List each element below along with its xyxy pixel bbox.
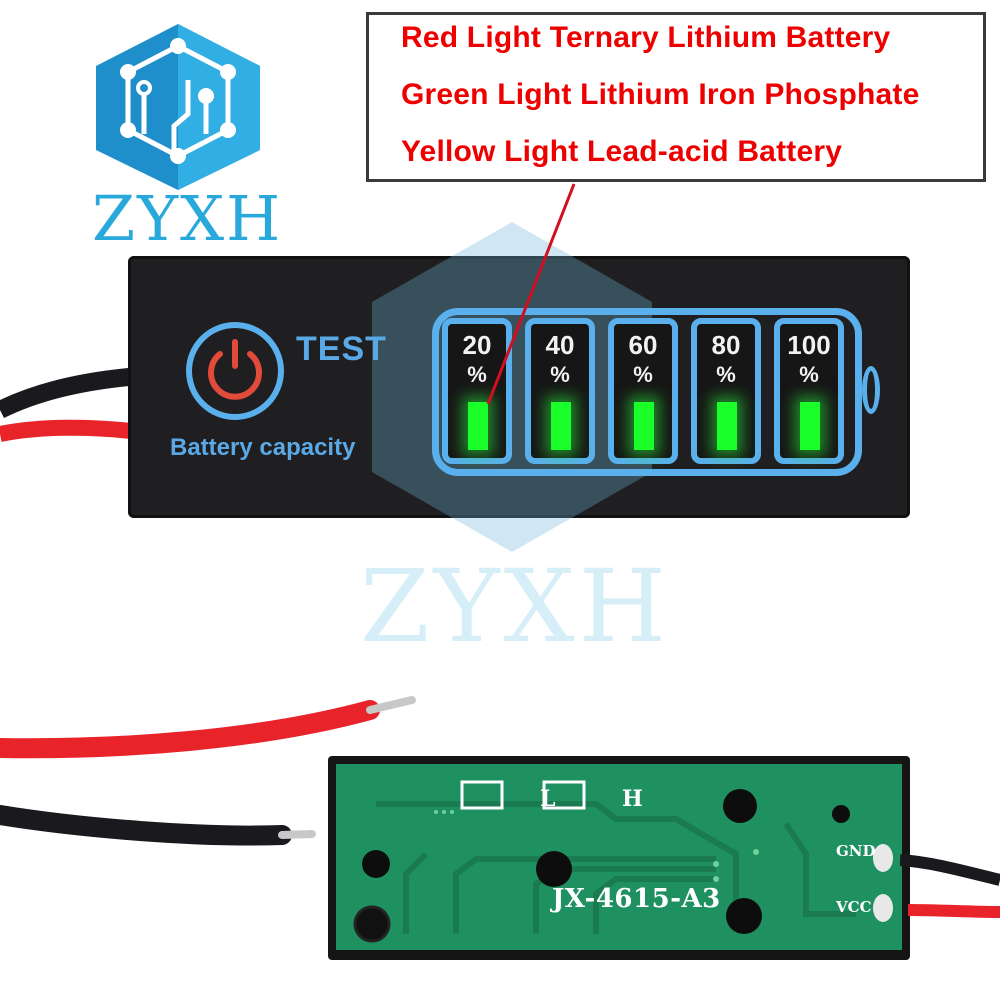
pad-low-label: L — [540, 786, 556, 812]
cell-unit: % — [467, 362, 487, 387]
vcc-terminal-label: VCC — [836, 898, 872, 916]
legend-yellow-light: Yellow Light Lead-acid Battery — [401, 135, 843, 168]
pcb-traces — [353, 780, 893, 943]
legend-red-light: Red Light Ternary Lithium Battery — [401, 21, 891, 54]
led-indicator — [551, 402, 571, 450]
battery-outline — [432, 308, 862, 476]
device-wires — [0, 367, 140, 442]
cell-value: 80 — [711, 330, 741, 360]
legend-box: Red Light Ternary Lithium Battery Green … — [366, 12, 986, 182]
cell-unit: % — [716, 362, 736, 387]
cell-value: 20 — [462, 330, 492, 360]
pcb-wires — [900, 854, 1000, 918]
cell-unit: % — [799, 362, 819, 387]
test-label: TEST — [296, 330, 387, 368]
capacity-cell-20: 20 % — [442, 318, 512, 464]
led-indicator — [468, 402, 488, 450]
circuit-hexagon-icon — [96, 24, 260, 190]
power-icon — [208, 339, 262, 400]
capacity-cell-80: 80 % — [691, 318, 761, 464]
test-button[interactable] — [182, 318, 288, 424]
loose-wires — [0, 696, 416, 846]
led-indicator — [717, 402, 737, 450]
brand-logo — [88, 22, 268, 252]
battery-terminal-cap — [862, 366, 880, 414]
pcb-model-label: JX-4615-A3 — [552, 884, 721, 914]
cell-value: 60 — [628, 330, 658, 360]
cell-unit: % — [633, 362, 653, 387]
pad-low — [460, 780, 504, 810]
mounting-hole-icon — [353, 905, 391, 943]
capacity-cell-60: 60 % — [608, 318, 678, 464]
capacity-cell-40: 40 % — [525, 318, 595, 464]
legend-green-light: Green Light Lithium Iron Phosphate — [401, 78, 920, 111]
led-indicator — [634, 402, 654, 450]
pad-high-label: H — [622, 786, 643, 812]
watermark-text: ZYXH — [360, 548, 670, 665]
brand-name: ZYXH — [92, 182, 283, 255]
led-indicator — [800, 402, 820, 450]
gnd-terminal-label: GND — [836, 842, 876, 860]
capacity-cell-100: 100 % — [774, 318, 844, 464]
cell-value: 40 — [545, 330, 575, 360]
cell-unit: % — [550, 362, 570, 387]
pad-high — [542, 780, 586, 810]
battery-capacity-label: Battery capacity — [170, 434, 356, 461]
cell-value: 100 — [787, 330, 831, 360]
